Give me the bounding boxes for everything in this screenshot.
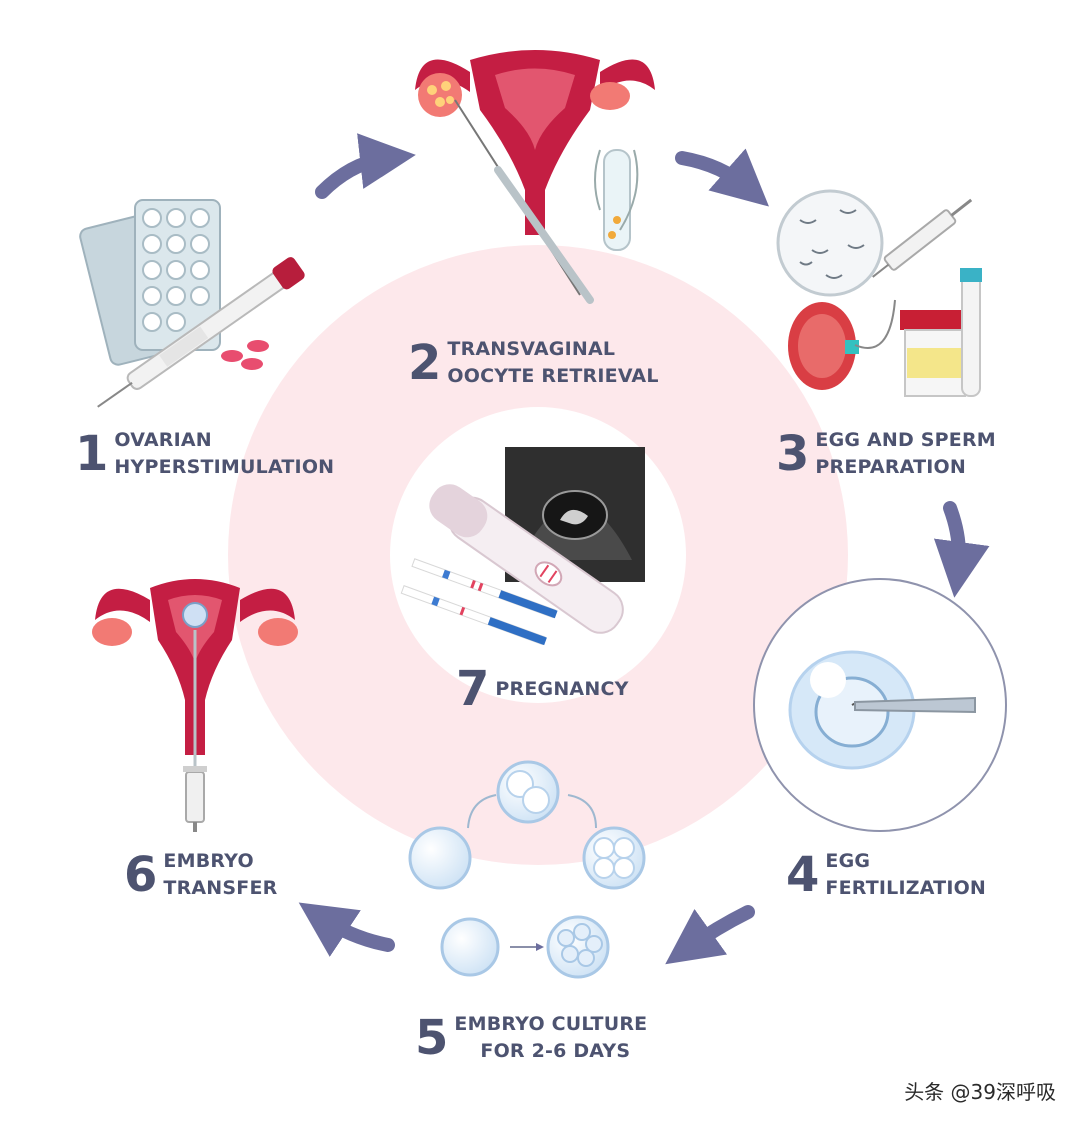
- step-label-line: EMBRYO: [163, 850, 254, 872]
- embryo-transfer-illustration: [92, 579, 298, 832]
- fertilization-illustration: [753, 578, 1007, 832]
- step-label-line: PREGNANCY: [495, 677, 629, 700]
- step-label-line: OVARIAN: [114, 429, 212, 451]
- step-6-label: 6 EMBRYO TRANSFER: [124, 848, 277, 902]
- test-strips: [400, 558, 558, 646]
- step-number: 2: [408, 335, 442, 391]
- sample-tube: [961, 271, 981, 397]
- step-number: 7: [456, 661, 490, 717]
- sperm-petri-dish: [776, 189, 884, 297]
- arrow-4-to-5: [665, 905, 755, 965]
- step-label-line: EMBRYO CULTURE: [454, 1013, 648, 1035]
- step-number: 1: [75, 426, 109, 482]
- step-number: 6: [124, 847, 158, 903]
- cycle-arrows: [298, 133, 990, 965]
- step-number: 4: [786, 847, 820, 903]
- step-7-label: 7 PREGNANCY: [456, 665, 629, 713]
- zygote: [440, 917, 500, 977]
- arrow-1-to-2: [315, 133, 416, 199]
- ovary-with-follicles: [418, 73, 462, 117]
- watermark: 头条 @39深呼吸: [904, 1080, 1056, 1104]
- test-tube: [594, 149, 639, 251]
- step-number: 3: [776, 426, 810, 482]
- transfer-syringe: [183, 766, 207, 832]
- step-2-label: 2 TRANSVAGINAL OOCYTE RETRIEVAL: [408, 336, 659, 390]
- pregnancy-test-stick: [429, 484, 624, 634]
- step-label-line: EGG: [825, 850, 871, 872]
- step-label-line: FOR 2-6 DAYS: [480, 1040, 631, 1062]
- embryo-in-uterus: [182, 602, 208, 628]
- embryo-1-cell: [408, 826, 472, 890]
- uterus-retrieval-illustration: [415, 50, 655, 304]
- step-1-label: 1 OVARIAN HYPERSTIMULATION: [75, 427, 334, 481]
- arrow-5-to-6: [298, 902, 395, 957]
- step-label-line: PREPARATION: [815, 456, 966, 478]
- specimen-cup: [900, 310, 970, 397]
- medication-illustration: [79, 199, 305, 408]
- step-label-line: FERTILIZATION: [825, 877, 987, 899]
- step-label-line: HYPERSTIMULATION: [114, 456, 335, 478]
- injection-pen: [97, 257, 305, 408]
- embryo-4-cell: [582, 826, 646, 890]
- step-number: 5: [415, 1010, 449, 1066]
- step-label-line: EGG AND SPERM: [815, 429, 996, 451]
- syringe: [872, 198, 973, 278]
- step-5-label: 5 EMBRYO CULTURE FOR 2-6 DAYS: [415, 1011, 647, 1065]
- step-3-label: 3 EGG AND SPERM PREPARATION: [776, 427, 996, 481]
- arrow-3-to-4: [933, 501, 990, 598]
- embryo-culture-illustration: [408, 760, 646, 979]
- pregnancy-illustration: [400, 447, 645, 646]
- step-label-line: OOCYTE RETRIEVAL: [447, 365, 659, 387]
- step-label-line: TRANSFER: [163, 877, 278, 899]
- step-4-label: 4 EGG FERTILIZATION: [786, 848, 986, 902]
- step-label-line: TRANSVAGINAL: [447, 338, 616, 360]
- injection-pipette: [854, 696, 976, 714]
- arrow-2-to-3: [675, 148, 769, 207]
- egg-sperm-preparation-illustration: [776, 189, 982, 397]
